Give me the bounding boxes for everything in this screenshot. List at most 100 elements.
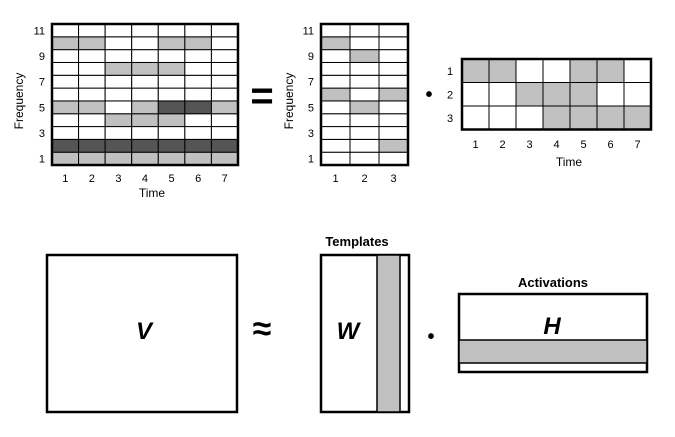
- spectrogram-cell: [184, 100, 212, 115]
- spectrogram-cell: [157, 61, 186, 76]
- activations-matrix-cell: [569, 58, 598, 83]
- templates-matrix-cell: [320, 100, 351, 115]
- spectrogram-cell: [184, 23, 212, 38]
- spectrogram-y-tick: 9: [39, 51, 45, 63]
- dot-symbol-bottom: •: [427, 326, 434, 348]
- activations-matrix-cell: [515, 82, 544, 107]
- spectrogram-cell: [210, 113, 239, 128]
- spectrogram-cell: [184, 61, 212, 76]
- templates-matrix-cell: [320, 49, 351, 63]
- spectrogram-cell: [210, 87, 239, 102]
- spectrogram-x-tick: 5: [169, 173, 175, 185]
- templates-matrix-cell: [349, 87, 380, 102]
- spectrogram-cell: [78, 61, 106, 76]
- spectrogram-cell: [51, 87, 80, 102]
- spectrogram-cell: [210, 49, 239, 63]
- templates-matrix-cell: [349, 23, 380, 38]
- spectrogram-x-tick: 7: [222, 173, 228, 185]
- spectrogram-x-tick: 1: [62, 173, 68, 185]
- spectrogram-cell: [210, 138, 239, 153]
- templates-matrix-cell: [349, 126, 380, 140]
- spectrogram-cell: [51, 49, 80, 63]
- templates-matrix-cell: [320, 61, 351, 76]
- activations-matrix-cell: [596, 82, 625, 107]
- equals-symbol: =: [250, 74, 273, 118]
- activations-matrix-cell: [542, 105, 571, 130]
- spectrogram-x-label: Time: [139, 186, 166, 200]
- spectrogram-cell: [157, 49, 186, 63]
- spectrogram-cell: [78, 126, 106, 140]
- templates-matrix-cell: [378, 87, 409, 102]
- spectrogram-cell: [131, 61, 159, 76]
- activations-x-label: Time: [556, 155, 583, 169]
- spectrogram-cell: [131, 23, 159, 38]
- activations-row-label: 3: [447, 113, 453, 125]
- spectrogram-y-tick: 5: [39, 102, 45, 114]
- activations-row-label: 1: [447, 66, 453, 78]
- spectrogram-y-tick: 1: [39, 154, 45, 166]
- spectrogram-cell: [184, 151, 212, 166]
- spectrogram-cell: [51, 74, 80, 89]
- spectrogram-cell: [157, 100, 186, 115]
- spectrogram-cell: [78, 36, 106, 51]
- spectrogram-cell: [78, 138, 106, 153]
- activations-x-tick: 4: [553, 139, 559, 151]
- spectrogram-cell: [78, 23, 106, 38]
- templates-matrix-cell: [378, 61, 409, 76]
- activations-x-tick: 3: [526, 139, 532, 151]
- spectrogram-cell: [131, 36, 159, 51]
- spectrogram-cell: [78, 151, 106, 166]
- spectrogram-cell: [51, 23, 80, 38]
- activations-matrix-cell: [623, 105, 652, 130]
- activations-matrix-cell: [488, 105, 517, 130]
- activations-x-tick: 5: [580, 139, 586, 151]
- spectrogram-cell: [104, 113, 133, 128]
- activations-matrix: [460, 57, 653, 131]
- spectrogram-cell: [131, 49, 159, 63]
- spectrogram-x-tick: 3: [115, 173, 121, 185]
- templates-y-tick: 3: [308, 128, 314, 140]
- templates-matrix-cell: [349, 151, 380, 166]
- spectrogram-cell: [78, 49, 106, 63]
- templates-matrix-cell: [349, 74, 380, 89]
- templates-matrix-border: [319, 22, 410, 167]
- activations-row-labels: 1 2 3: [447, 66, 453, 125]
- spectrogram-cell: [131, 151, 159, 166]
- templates-matrix-cell: [378, 49, 409, 63]
- spectrogram-cell: [210, 74, 239, 89]
- spectrogram-y-tick: 7: [39, 77, 45, 89]
- activations-x-tick: 1: [472, 139, 478, 151]
- activations-x-tick: 2: [499, 139, 505, 151]
- activations-matrix-cell: [623, 58, 652, 83]
- activations-caption: Activations: [518, 275, 588, 290]
- spectrogram-cell: [157, 138, 186, 153]
- templates-matrix-cell: [349, 61, 380, 76]
- h-activation-row: [458, 339, 648, 364]
- w-label: W: [337, 318, 362, 345]
- templates-matrix: [319, 22, 410, 167]
- spectrogram-cell: [104, 23, 133, 38]
- spectrogram-cell: [210, 151, 239, 166]
- spectrogram-cell: [184, 138, 212, 153]
- templates-matrix-cell: [378, 23, 409, 38]
- spectrogram-cell: [184, 36, 212, 51]
- spectrogram-cell: [78, 113, 106, 128]
- spectrogram-cell: [104, 74, 133, 89]
- activations-matrix-cell: [542, 58, 571, 83]
- templates-matrix-cell: [378, 74, 409, 89]
- spectrogram-cell: [78, 100, 106, 115]
- spectrogram-cell: [51, 151, 80, 166]
- activations-row-label: 2: [447, 89, 453, 101]
- activations-matrix-cell: [596, 58, 625, 83]
- templates-y-label: Frequency: [282, 73, 296, 130]
- spectrogram-y-tick: 11: [34, 25, 45, 37]
- spectrogram-cell: [104, 87, 133, 102]
- templates-matrix-cell: [320, 74, 351, 89]
- spectrogram-cell: [51, 113, 80, 128]
- activations-matrix-cell: [488, 58, 517, 83]
- spectrogram-cell: [184, 74, 212, 89]
- spectrogram-border: [50, 22, 240, 167]
- spectrogram-cell: [210, 36, 239, 51]
